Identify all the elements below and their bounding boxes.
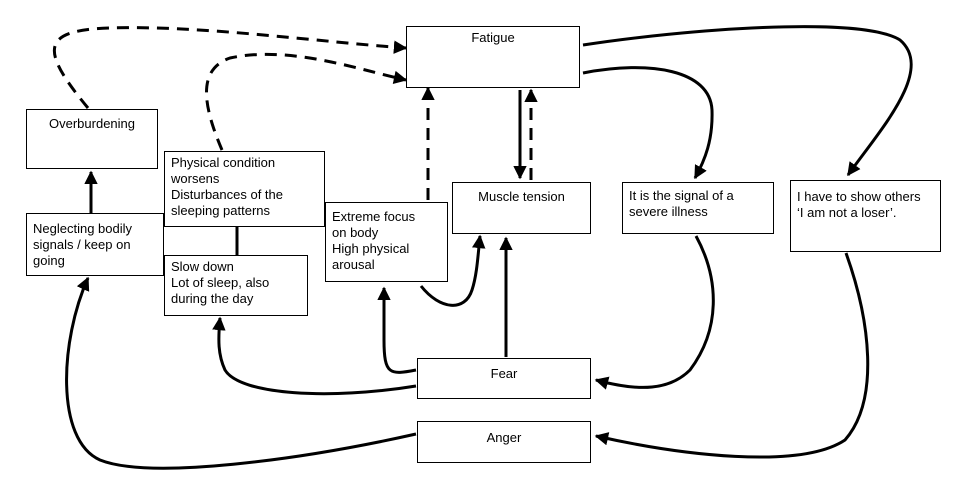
node-fatigue-line-1: Fatigue bbox=[471, 30, 515, 45]
node-severe-illness: It is the signal of a severe illness bbox=[622, 182, 774, 234]
node-overburdening-line-1: Overburdening bbox=[49, 116, 135, 131]
node-show-others-line-1: I have to show others bbox=[797, 189, 921, 204]
node-extreme-focus-line-2: on body bbox=[332, 225, 379, 240]
node-extreme-focus-line-4: arousal bbox=[332, 257, 375, 272]
node-severe-illness-line-2: severe illness bbox=[629, 204, 708, 219]
node-physical-condition-line-1: Physical condition bbox=[171, 155, 276, 170]
node-anger: Anger bbox=[417, 421, 591, 463]
node-muscle-tension-line-1: Muscle tension bbox=[478, 189, 565, 204]
node-extreme-focus-line-1: Extreme focus bbox=[332, 209, 416, 224]
edge-fatigue-severe-illness bbox=[582, 66, 714, 180]
node-neglecting: Neglecting bodily signals / keep on goin… bbox=[26, 213, 164, 276]
node-show-others: I have to show others ‘I am not a loser’… bbox=[790, 180, 941, 252]
edge-show-others-anger bbox=[594, 252, 870, 459]
edge-anger-neglecting bbox=[65, 276, 417, 470]
node-neglecting-line-1: Neglecting bodily bbox=[33, 221, 133, 236]
edge-severe-illness-fear bbox=[594, 235, 715, 390]
edge-fatigue-show-others bbox=[582, 25, 913, 177]
node-show-others-line-2: ‘I am not a loser’. bbox=[797, 205, 897, 220]
node-severe-illness-line-1: It is the signal of a bbox=[629, 188, 734, 203]
node-extreme-focus-line-3: High physical bbox=[332, 241, 410, 256]
edge-fear-slow-down bbox=[212, 316, 417, 396]
node-physical-condition-line-3: Disturbances of the bbox=[171, 187, 284, 202]
node-slow-down: Slow down Lot of sleep, also during the … bbox=[164, 255, 308, 316]
node-physical-condition: Physical condition worsens Disturbances … bbox=[164, 151, 325, 227]
edge-fear-extreme-focus bbox=[377, 286, 417, 374]
edge-physical-condition-fatigue bbox=[205, 52, 408, 151]
node-physical-condition-line-4: sleeping patterns bbox=[171, 203, 271, 218]
edge-extreme-focus-muscle-tension bbox=[419, 234, 486, 307]
node-neglecting-line-3: going bbox=[33, 253, 65, 268]
node-slow-down-line-1: Slow down bbox=[171, 259, 234, 274]
node-neglecting-line-2: signals / keep on bbox=[33, 237, 131, 252]
node-slow-down-line-2: Lot of sleep, also bbox=[171, 275, 270, 290]
node-muscle-tension: Muscle tension bbox=[452, 182, 591, 234]
node-extreme-focus: Extreme focus on body High physical arou… bbox=[325, 202, 448, 282]
node-anger-line-1: Anger bbox=[486, 430, 522, 445]
node-fatigue: Fatigue bbox=[406, 26, 580, 88]
node-fear: Fear bbox=[417, 358, 591, 399]
node-physical-condition-line-2: worsens bbox=[171, 171, 220, 186]
node-slow-down-line-3: during the day bbox=[171, 291, 254, 306]
node-fear-line-1: Fear bbox=[490, 366, 518, 381]
node-overburdening: Overburdening bbox=[26, 109, 158, 169]
